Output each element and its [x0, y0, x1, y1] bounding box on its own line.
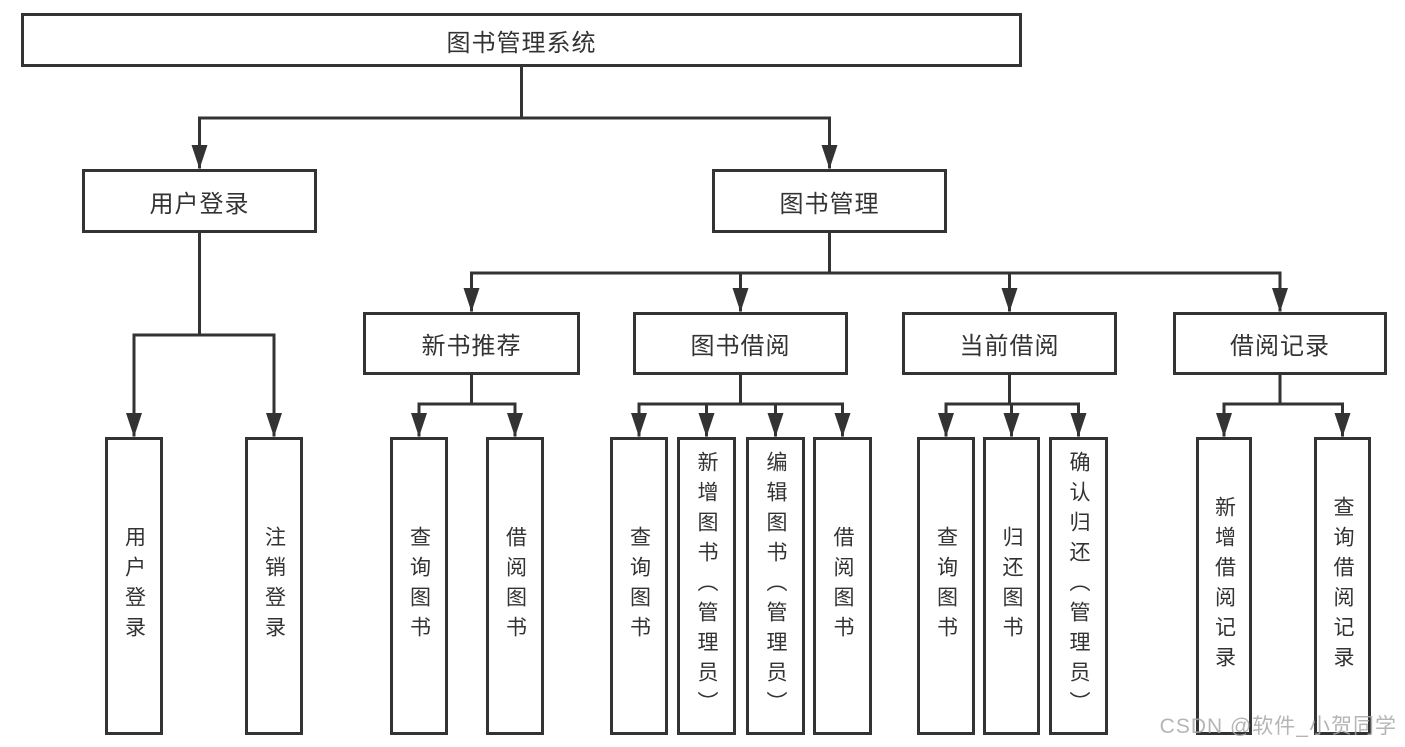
- leaf-add-borrow-record-label: 新增借阅记录: [1212, 496, 1236, 676]
- node-book-management: 图书管理: [712, 169, 947, 233]
- leaf-add-book-admin-label: 新增图书（管理员）: [695, 451, 718, 721]
- leaf-confirm-return-admin-label: 确认归还（管理员）: [1067, 451, 1090, 721]
- leaf-query-books-borrow-label: 查询图书: [627, 526, 651, 646]
- watermark: CSDN @软件_小贺同学: [1159, 715, 1397, 738]
- leaf-query-books-borrow: 查询图书: [610, 437, 668, 735]
- leaf-user-login-label: 用户登录: [122, 526, 146, 646]
- leaf-edit-book-admin: 编辑图书（管理员）: [746, 437, 805, 735]
- leaf-user-login: 用户登录: [105, 437, 163, 735]
- leaf-add-borrow-record: 新增借阅记录: [1196, 437, 1252, 735]
- leaf-query-books-recommend: 查询图书: [390, 437, 448, 735]
- leaf-confirm-return-admin: 确认归还（管理员）: [1049, 437, 1108, 735]
- leaf-borrow-books-recommend: 借阅图书: [486, 437, 544, 735]
- leaf-edit-book-admin-label: 编辑图书（管理员）: [764, 451, 787, 721]
- leaf-return-book-label: 归还图书: [1000, 526, 1023, 646]
- node-book-borrow-label: 图书借阅: [690, 333, 791, 360]
- node-book-management-label: 图书管理: [779, 190, 880, 218]
- leaf-add-book-admin: 新增图书（管理员）: [677, 437, 736, 735]
- leaf-logout-login: 注销登录: [245, 437, 303, 735]
- connector-groups-to-leaves: [411, 372, 1351, 437]
- node-new-book-recommend-label: 新书推荐: [421, 333, 522, 360]
- leaf-query-books-current-label: 查询图书: [934, 526, 958, 646]
- leaf-return-book: 归还图书: [983, 437, 1040, 735]
- leaf-query-books-current: 查询图书: [917, 437, 975, 735]
- node-root-label: 图书管理系统: [446, 29, 597, 57]
- connector-user-login-to-leaves: [126, 231, 282, 437]
- leaf-borrow-books-recommend-label: 借阅图书: [503, 526, 527, 646]
- connector-book-management-to-groups: [463, 231, 1288, 312]
- node-borrow-records: 借阅记录: [1173, 312, 1387, 375]
- node-borrow-records-label: 借阅记录: [1230, 333, 1330, 360]
- leaf-query-borrow-record-label: 查询借阅记录: [1331, 496, 1354, 676]
- node-root: 图书管理系统: [21, 13, 1022, 67]
- node-current-borrow-label: 当前借阅: [959, 333, 1060, 360]
- leaf-borrow-books-label: 借阅图书: [831, 526, 854, 646]
- node-user-login-label: 用户登录: [149, 190, 250, 218]
- node-user-login: 用户登录: [82, 169, 317, 233]
- leaf-query-borrow-record: 查询借阅记录: [1314, 437, 1371, 735]
- leaf-borrow-books: 借阅图书: [813, 437, 872, 735]
- node-new-book-recommend: 新书推荐: [363, 312, 580, 375]
- node-current-borrow: 当前借阅: [902, 312, 1117, 375]
- connector-root-to-level2: [191, 63, 838, 169]
- node-book-borrow: 图书借阅: [633, 312, 848, 375]
- leaf-logout-login-label: 注销登录: [262, 526, 286, 646]
- leaf-query-books-recommend-label: 查询图书: [407, 526, 431, 646]
